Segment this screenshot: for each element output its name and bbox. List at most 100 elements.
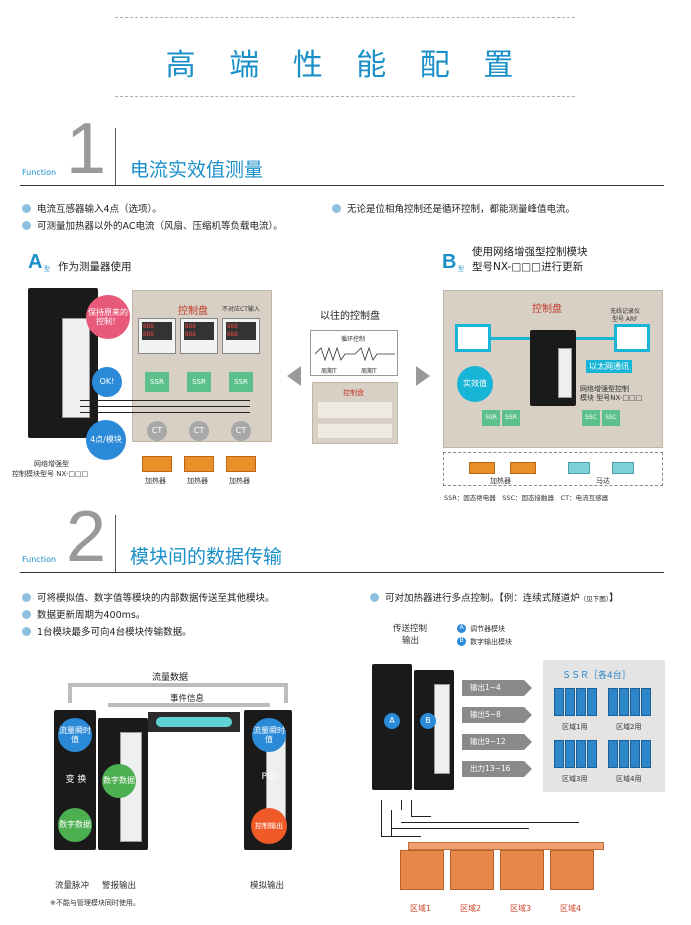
legend-b-icon: B (457, 637, 466, 646)
previous-controllers (318, 424, 392, 438)
recorder-label-2: 型号 ARF (612, 316, 638, 323)
s2-bullet-4: 可对加热器进行多点控制。【例：连续式隧道炉（见下图）】 (370, 590, 619, 604)
furnace-zone-3-label: 区域3 (510, 904, 532, 913)
control-output-bubble: 控制输出 (251, 808, 287, 844)
function-label-1: Function (22, 168, 57, 177)
control-panel-a (132, 290, 272, 442)
ssr-a-1: SSR (145, 372, 169, 392)
bubble-original-control: 保持原来的控制！ (86, 295, 130, 339)
type-a-letter: A (28, 251, 43, 273)
legend-a-icon: A (457, 624, 466, 633)
motor-b-2 (612, 462, 634, 474)
event-info-label: 事件信息 (170, 694, 205, 704)
motor-b-label: 马达 (596, 477, 610, 485)
ssc-b-2: SSC (602, 410, 620, 426)
legend-a-label: 调节器模块 (470, 625, 505, 633)
s1-bullet-2: 可测量加热器以外的AC电流（风扇、压缩机等负载电流）。 (22, 218, 283, 232)
note-label: ※不能与管理模块同时使用。 (50, 899, 140, 907)
type-a-suffix: 型 (44, 266, 51, 273)
pulse-label: 流量脉冲 (55, 881, 90, 891)
type-a-label: 作为测量器使用 (58, 261, 132, 273)
motor-b-1 (568, 462, 590, 474)
furnace-zone-4 (550, 850, 594, 890)
furnace-zone-4-label: 区域4 (560, 904, 582, 913)
function-label-2: Function (22, 555, 57, 564)
bubble-ok: OK! (92, 367, 122, 397)
send-control-label-1: 传送控制 (393, 624, 428, 634)
module-a-caption-1: 网络增强型 (34, 460, 69, 468)
ct-a-2: CT (189, 421, 209, 441)
function-number-2: 2 (66, 497, 107, 577)
furnace-zone-2 (450, 850, 494, 890)
heater-b-2 (510, 462, 536, 474)
module-b-bubble: B (420, 713, 436, 729)
output-1-4: 输出1~4 (462, 680, 532, 696)
flow-instant-bubble: 流量瞬时值 (58, 718, 92, 752)
s2-bullet-2: 数据更新周期为400ms。 (22, 607, 145, 621)
s1-bullet-1: 电流互感器输入4点（选项）。 (22, 201, 162, 215)
previous-panel-label: 以往的控制盘 (320, 311, 380, 322)
load-area-b (443, 452, 663, 486)
monitor-icon-left (455, 324, 491, 352)
ssr-zone-4 (608, 736, 652, 768)
ssc-b-1: SSC (582, 410, 600, 426)
section2-title: 模块间的数据传输 (130, 546, 283, 568)
furnace-zone-3 (500, 850, 544, 890)
heater-b-1 (469, 462, 495, 474)
abbreviation-legend: SSR：固态继电器 SSC：固态接触器 CT：电流互感器 (444, 494, 609, 502)
arrow-left-icon (287, 366, 301, 386)
section1-title: 电流实效值测量 (130, 159, 264, 181)
legend-b-label: 数字输出模块 (470, 638, 512, 646)
section1-vbar (115, 128, 116, 186)
ct-a-1: CT (147, 421, 167, 441)
page-title: 高 端 性 能 配 置 (165, 48, 526, 83)
ssr-a-3: SSR (229, 372, 253, 392)
title-divider (115, 96, 575, 97)
type-b-suffix: 型 (458, 266, 465, 273)
flow-instant-bubble-right: 流量瞬时值 (252, 718, 286, 752)
panel-b-title: 控制盘 (532, 304, 562, 315)
heater-a-label-1: 加热器 (145, 477, 166, 485)
ssr-group-title: ＳＳＲ［各4台］ (562, 671, 631, 681)
pid-label: PID (261, 772, 277, 782)
send-control-label-2: 输出 (402, 636, 420, 646)
nx-module-b (530, 330, 576, 406)
arrow-right-icon (416, 366, 430, 386)
s1-bullet-3: 无论是位相角控制还是循环控制，都能测量峰值电流。 (332, 201, 575, 215)
waveform-icon (315, 346, 395, 362)
convert-label: 变 换 (65, 775, 87, 785)
function-number-1: 1 (66, 109, 107, 189)
monitor-icon-right (614, 324, 650, 352)
ssr-zone-2 (608, 684, 652, 716)
ssr-b-2: SSR (502, 410, 520, 426)
ethernet-label: 以太网通讯 (586, 360, 632, 373)
module-a-caption-2: 控制模块型号 NX-□□□ (12, 470, 89, 478)
analog-label: 模拟输出 (250, 881, 285, 891)
furnace-top (408, 842, 604, 850)
output-5-8: 输出5~8 (462, 707, 532, 723)
s2-bullet-3: 1台模块最多可向4台模块传输数据。 (22, 624, 192, 638)
alarm-label: 警报输出 (102, 881, 137, 891)
module-a-bubble: A (384, 713, 400, 729)
zone-1-label: 区域1用 (562, 723, 588, 731)
module-b-label-1: 网络增强型控制 (580, 385, 629, 393)
event-info-arrow (108, 703, 270, 709)
module-b-label-2: 模块 型号NX-□□□ (580, 394, 643, 402)
digital-bubble-2: 数字数据 (58, 808, 92, 842)
ssr-zone-1 (554, 684, 598, 716)
type-b-letter: B (442, 251, 457, 273)
ssr-group-panel (543, 660, 665, 792)
section2-rule (20, 572, 664, 573)
recorder-label-1: 无线记录仪 (610, 308, 641, 315)
flow-data-label: 流量数据 (152, 673, 189, 683)
furnace-zone-1 (400, 850, 444, 890)
previous-panel-title: 控制盘 (343, 389, 364, 397)
furnace-zone-1-label: 区域1 (410, 904, 432, 913)
output-13-16: 出力13~16 (462, 761, 532, 777)
ct-a-3: CT (231, 421, 251, 441)
module-b-right (414, 670, 454, 790)
cycle-control-box: 循环控制 周期T 周期T (310, 330, 398, 376)
previous-gauges (318, 402, 392, 418)
